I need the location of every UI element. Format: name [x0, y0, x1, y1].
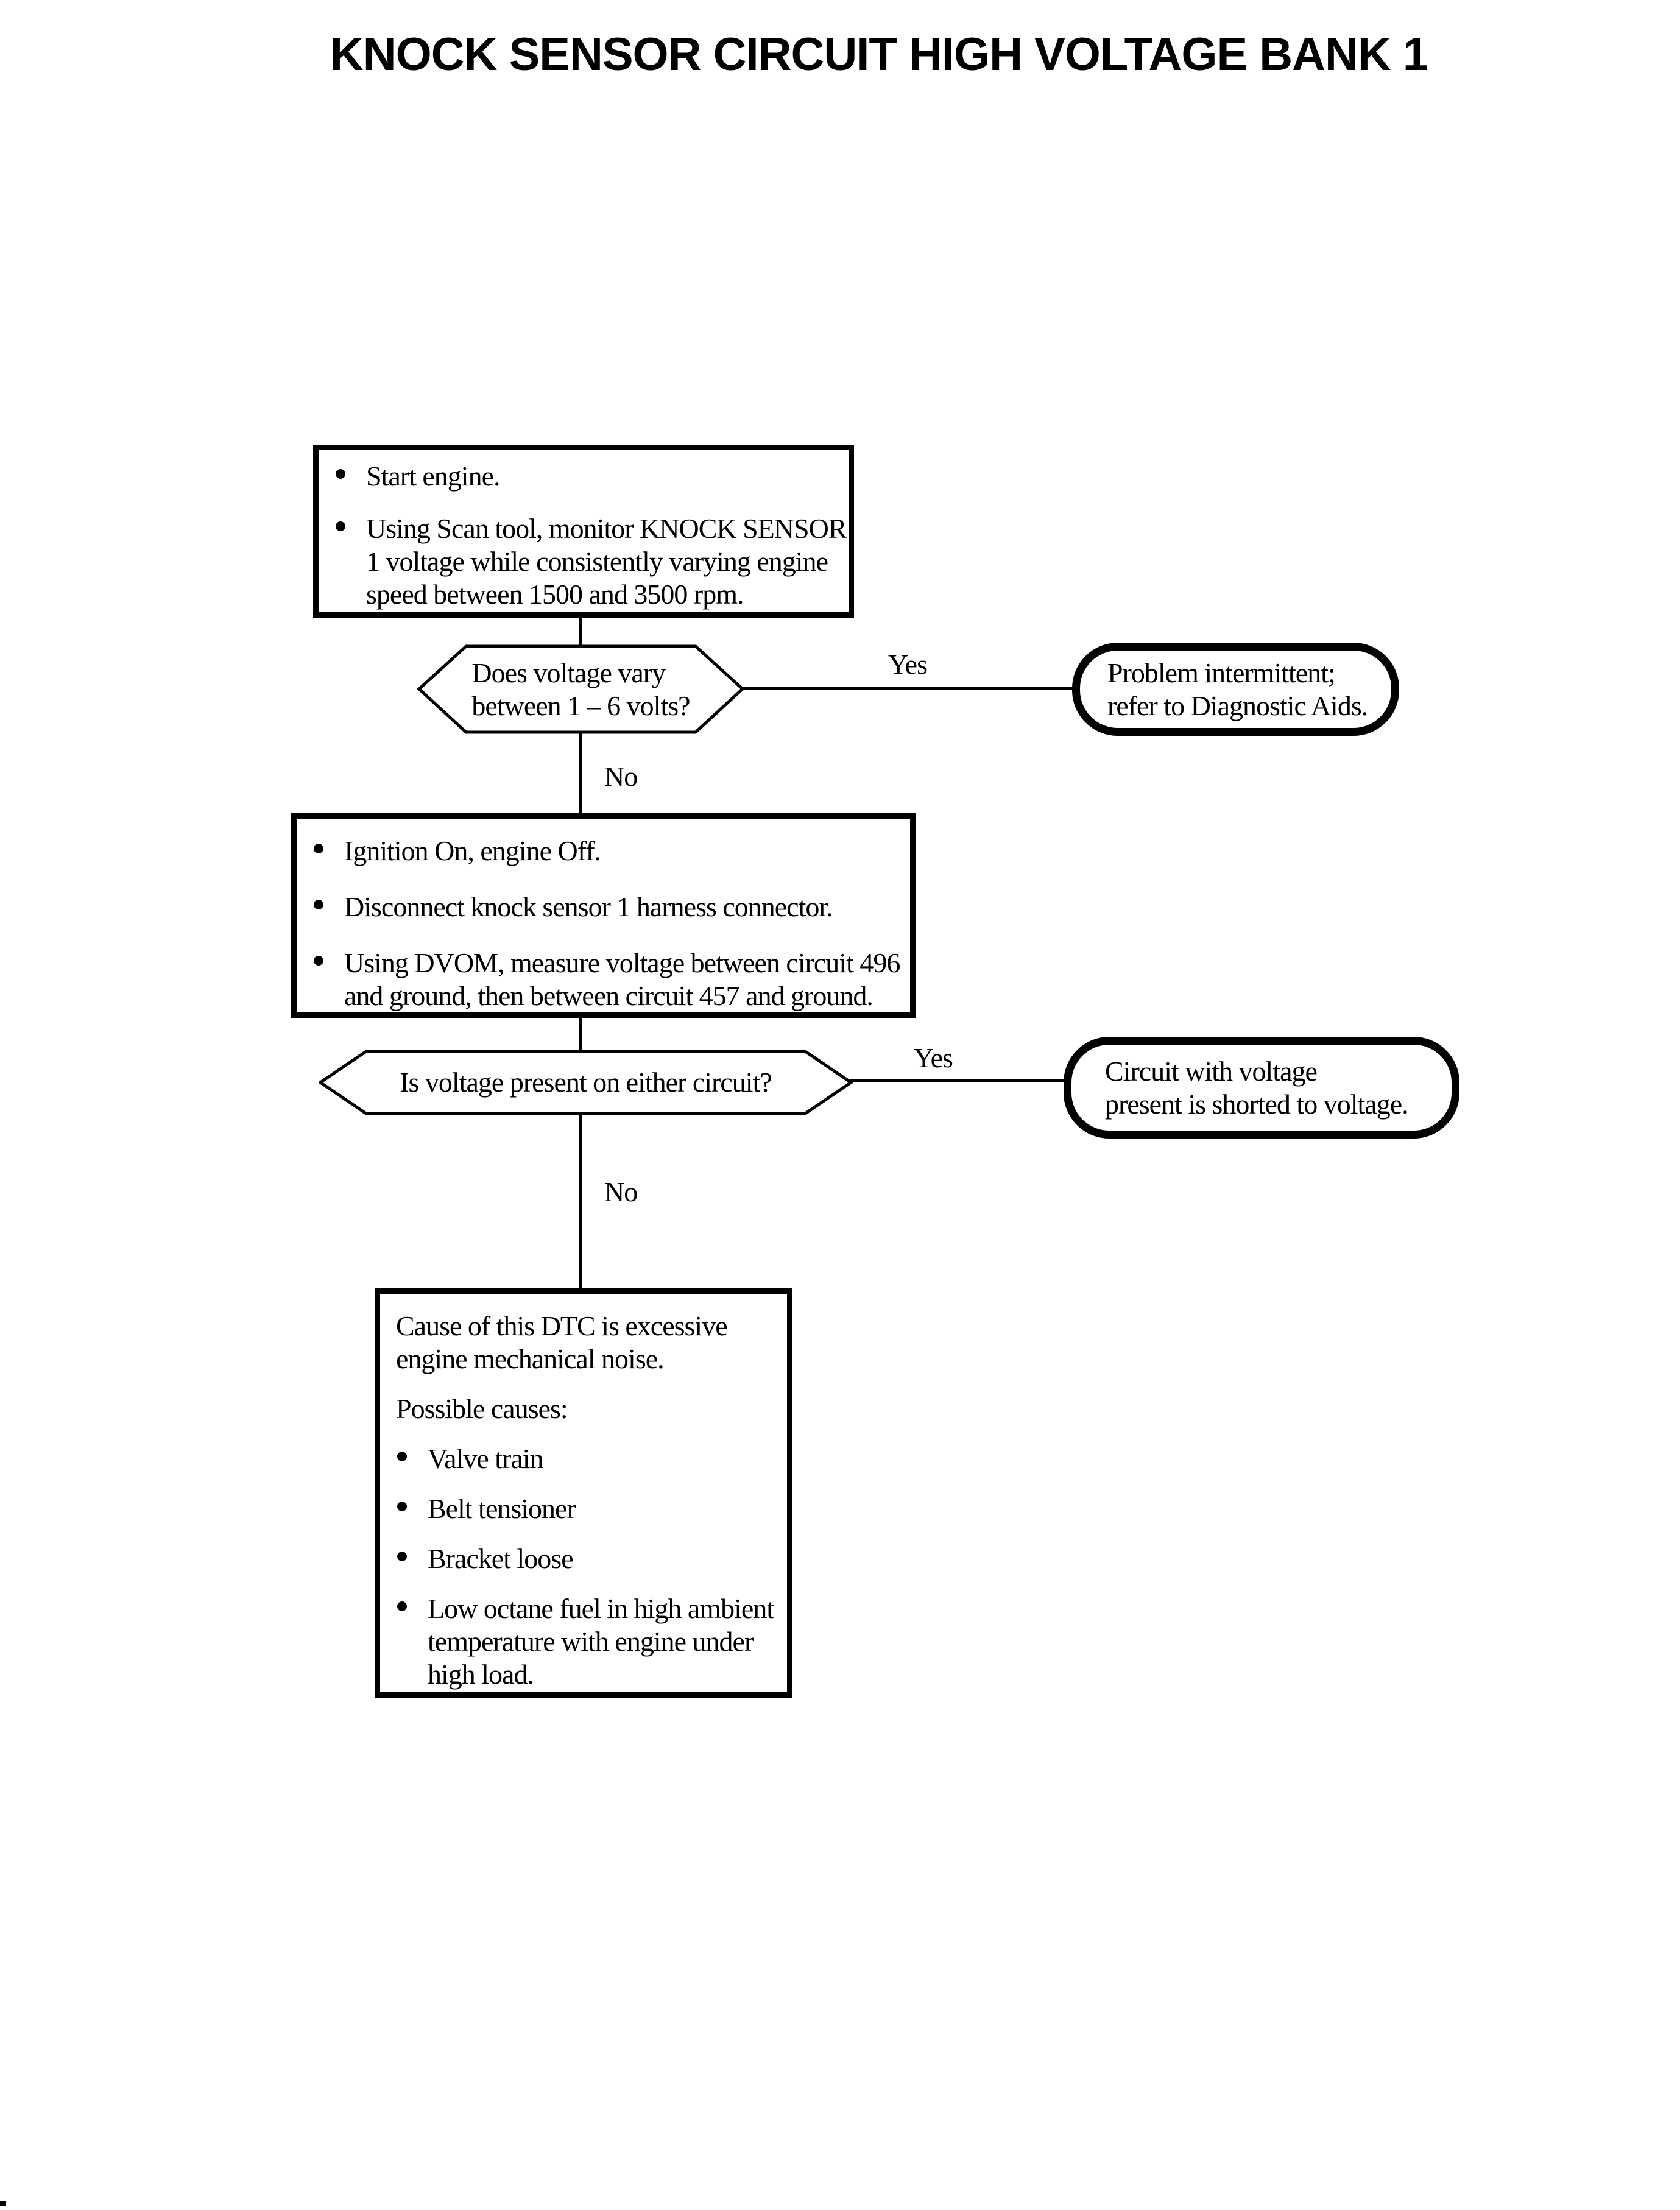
- cause-text: Belt tensioner: [428, 1493, 576, 1524]
- connector-step1-to-decision1: [579, 615, 582, 646]
- node-start-engine-box: Start engine. Using Scan tool, monitor K…: [313, 445, 854, 618]
- decision-question: Is voltage present on either circuit?: [400, 1067, 772, 1098]
- list-item: Using Scan tool, monitor KNOCK SENSOR 1 …: [319, 512, 849, 611]
- list-item: Bracket loose: [380, 1542, 787, 1575]
- bullet-icon: [397, 1601, 407, 1611]
- step-text: Ignition On, engine Off.: [344, 835, 601, 866]
- hexagon-shape: [319, 1050, 853, 1115]
- bullet-icon: [397, 1502, 407, 1511]
- list-item: Low octane fuel in high ambient temperat…: [380, 1592, 787, 1691]
- connector-decision1-yes: [742, 687, 1074, 690]
- step-text: Start engine.: [366, 461, 500, 492]
- step-text: Disconnect knock sensor 1 harness connec…: [344, 891, 833, 922]
- list-item: Belt tensioner: [380, 1492, 787, 1525]
- bullet-icon: [336, 469, 345, 479]
- bullet-icon: [336, 521, 345, 531]
- step-text: Using Scan tool, monitor KNOCK SENSOR 1 …: [366, 513, 847, 610]
- node-terminal-problem-intermittent: Problem intermittent; refer to Diagnosti…: [1072, 643, 1399, 736]
- possible-causes-heading: Possible causes:: [396, 1393, 568, 1424]
- node-terminal-shorted-to-voltage: Circuit with voltage present is shorted …: [1064, 1037, 1459, 1139]
- cause-intro: Cause of this DTC is excessive engine me…: [396, 1310, 728, 1374]
- step-text: Using DVOM, measure voltage between circ…: [344, 947, 900, 1011]
- edge-label-yes-1: Yes: [888, 649, 928, 680]
- connector-decision2-yes: [850, 1079, 1065, 1082]
- bullet-icon: [397, 1552, 407, 1561]
- decision-question: Does voltage vary between 1 – 6 volts?: [471, 657, 690, 721]
- connector-step2-to-decision2: [579, 1013, 582, 1051]
- connector-decision2-no: [579, 1114, 582, 1290]
- terminal-text: Circuit with voltage present is shorted …: [1105, 1055, 1409, 1120]
- list-item: Valve train: [380, 1442, 787, 1475]
- terminal-text: Problem intermittent; refer to Diagnosti…: [1107, 657, 1368, 721]
- bullet-icon: [314, 844, 323, 853]
- list-item: Ignition On, engine Off.: [297, 835, 910, 867]
- bullet-icon: [397, 1452, 407, 1461]
- connector-decision1-no: [579, 733, 582, 814]
- edge-label-no-1: No: [604, 761, 638, 792]
- edge-label-no-2: No: [604, 1176, 638, 1207]
- node-decision-voltage-vary: Does voltage vary between 1 – 6 volts?: [417, 644, 744, 734]
- scan-artifact: [0, 2201, 6, 2206]
- bullet-icon: [314, 900, 323, 909]
- edge-label-yes-2: Yes: [914, 1042, 953, 1073]
- cause-text: Valve train: [428, 1443, 544, 1474]
- node-cause-box: Cause of this DTC is excessive engine me…: [375, 1288, 792, 1698]
- list-item: Start engine.: [319, 460, 849, 493]
- list-item: Disconnect knock sensor 1 harness connec…: [297, 891, 910, 923]
- cause-text: Low octane fuel in high ambient temperat…: [428, 1593, 774, 1690]
- node-decision-voltage-present: Is voltage present on either circuit?: [319, 1050, 853, 1115]
- node-ignition-test-box: Ignition On, engine Off. Disconnect knoc…: [291, 813, 916, 1018]
- page-title: KNOCK SENSOR CIRCUIT HIGH VOLTAGE BANK 1: [330, 29, 1428, 80]
- list-item: Using DVOM, measure voltage between circ…: [297, 947, 910, 1012]
- cause-text: Bracket loose: [428, 1543, 574, 1574]
- bullet-icon: [314, 956, 323, 966]
